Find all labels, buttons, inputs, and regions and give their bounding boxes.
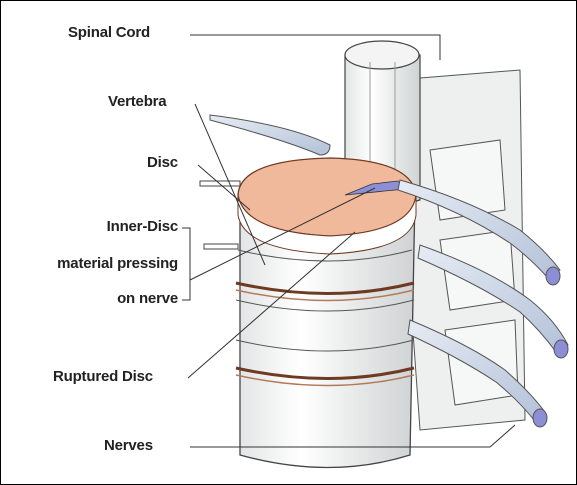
label-on-nerve: on nerve [78, 290, 178, 307]
label-nerves: Nerves [104, 437, 153, 454]
label-material-pressing: material pressing [20, 255, 178, 272]
label-inner-disc: Inner-Disc [78, 218, 178, 235]
label-disc: Disc [147, 154, 178, 171]
label-ruptured-disc: Ruptured Disc [53, 368, 153, 385]
top-disc [238, 158, 416, 254]
label-vertebra: Vertebra [108, 93, 166, 110]
disc-pins [200, 181, 240, 249]
label-spinal-cord: Spinal Cord [68, 24, 150, 41]
